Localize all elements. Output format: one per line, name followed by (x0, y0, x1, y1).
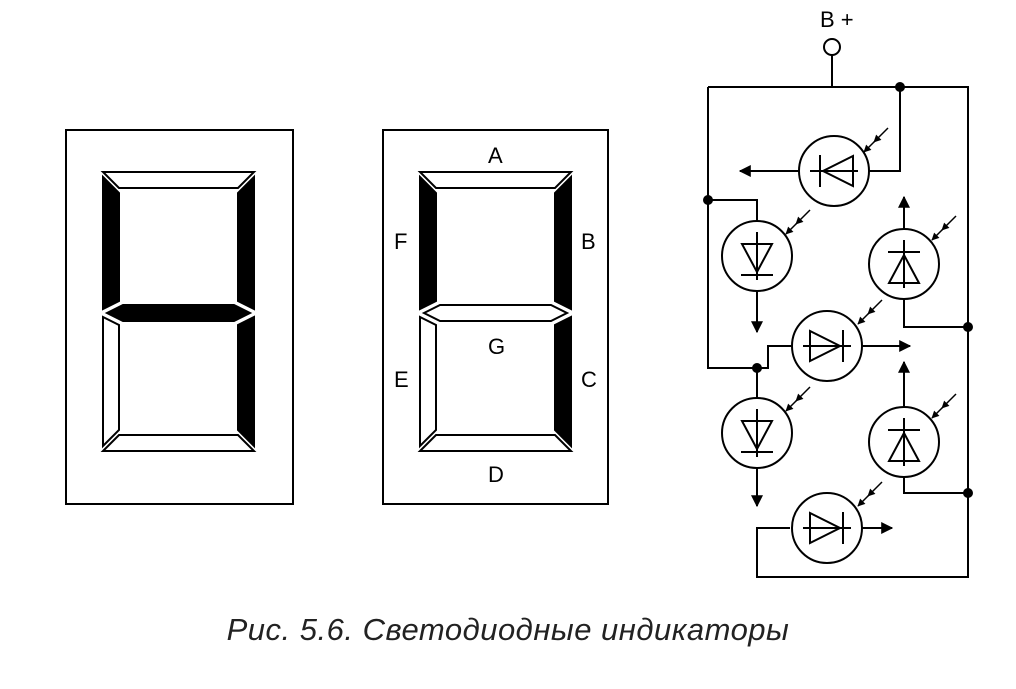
common-rail (708, 86, 969, 578)
segment-a (100, 171, 257, 189)
segment-e (419, 315, 437, 449)
led-2 (708, 199, 811, 334)
segment-label-d: D (488, 462, 504, 487)
segment-label-g: G (488, 334, 505, 359)
segment-d (100, 434, 257, 452)
segment-b (554, 174, 572, 311)
led-4 (757, 299, 912, 382)
indicator-left (65, 129, 294, 505)
segment-label-a: A (488, 143, 503, 168)
segment-a (417, 171, 574, 189)
power-label: B + (820, 7, 854, 32)
segment-label-b: B (581, 229, 596, 254)
power-terminal (823, 38, 841, 56)
segment-c (554, 315, 572, 449)
indicator-left-frame (65, 129, 294, 505)
segment-label-f: F (394, 229, 407, 254)
segment-label-e: E (394, 367, 409, 392)
led-6 (868, 360, 968, 494)
led-circuit: B + (703, 7, 973, 578)
led-5 (721, 368, 811, 508)
led-1 (738, 87, 901, 207)
indicator-right-frame (382, 129, 609, 505)
segment-e (102, 315, 120, 449)
segment-label-c: C (581, 367, 597, 392)
indicator-right-segments (417, 171, 574, 452)
indicator-right: A B C D E F G (382, 129, 609, 505)
segment-c (237, 315, 255, 449)
led-3 (868, 195, 968, 328)
figure-caption: Рис. 5.6. Светодиодные индикаторы (226, 612, 790, 647)
segment-g (421, 304, 570, 322)
segment-f (102, 174, 120, 311)
segment-d (417, 434, 574, 452)
segment-g (104, 304, 253, 322)
led-7 (791, 481, 894, 564)
segment-b (237, 174, 255, 311)
indicator-left-segments (100, 171, 257, 452)
segment-f (419, 174, 437, 311)
